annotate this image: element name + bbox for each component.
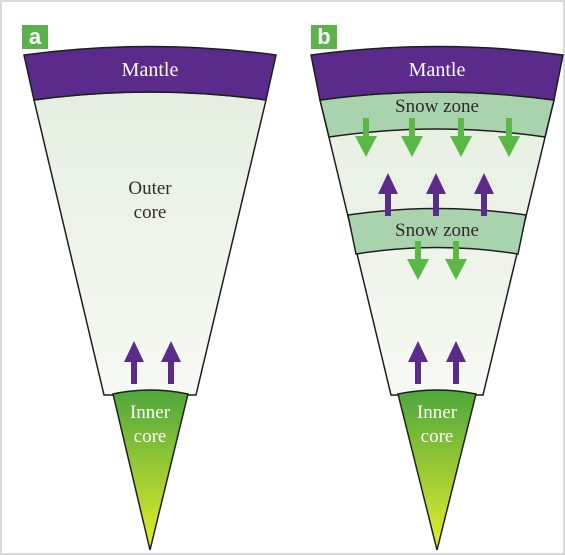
- outer-core-label-line2: core: [134, 202, 167, 223]
- inner-core-label-line1: Inner: [130, 402, 171, 423]
- arrow-up-icon: [124, 341, 144, 384]
- arrow-up-icon: [378, 173, 398, 216]
- inner-core-label-line1: Inner: [417, 402, 458, 423]
- arrow-up-icon: [408, 341, 428, 384]
- arrow-down-icon: [355, 118, 377, 157]
- arrow-down-icon: [445, 241, 467, 280]
- arrow-up-icon: [446, 341, 466, 384]
- arrow-down-icon: [498, 118, 520, 157]
- arrow-down-icon: [407, 241, 429, 280]
- mantle-region: [310, 45, 564, 101]
- snow-zone-upper-label: Snow zone: [395, 96, 479, 117]
- panel-b: b Mantle Snow zone Snow zone Inner core: [310, 24, 564, 551]
- panel-a: a Mantle Outer core Inner core: [22, 24, 277, 551]
- arrow-up-icon: [426, 173, 446, 216]
- outer-core-region: [33, 91, 267, 396]
- snow-zone-lower-label: Snow zone: [395, 220, 479, 241]
- arrow-down-icon: [401, 118, 423, 157]
- snow-zone-lower: [347, 207, 527, 255]
- inner-core-region: [397, 389, 477, 551]
- inner-core-region: [112, 389, 189, 551]
- panel-a-tag-label: a: [29, 24, 42, 49]
- inner-core-label-line2: core: [421, 426, 454, 447]
- outer-core-label-line1: Outer: [128, 178, 172, 199]
- mantle-label: Mantle: [409, 59, 466, 81]
- panel-b-tag: [311, 25, 337, 49]
- panel-a-tag: [22, 25, 48, 49]
- arrow-up-icon: [161, 341, 181, 384]
- arrow-down-icon: [450, 118, 472, 157]
- mantle-region: [23, 45, 277, 101]
- mantle-label: Mantle: [122, 59, 179, 81]
- panel-b-tag-label: b: [317, 24, 330, 49]
- inner-core-label-line2: core: [134, 426, 167, 447]
- arrow-up-icon: [474, 173, 494, 216]
